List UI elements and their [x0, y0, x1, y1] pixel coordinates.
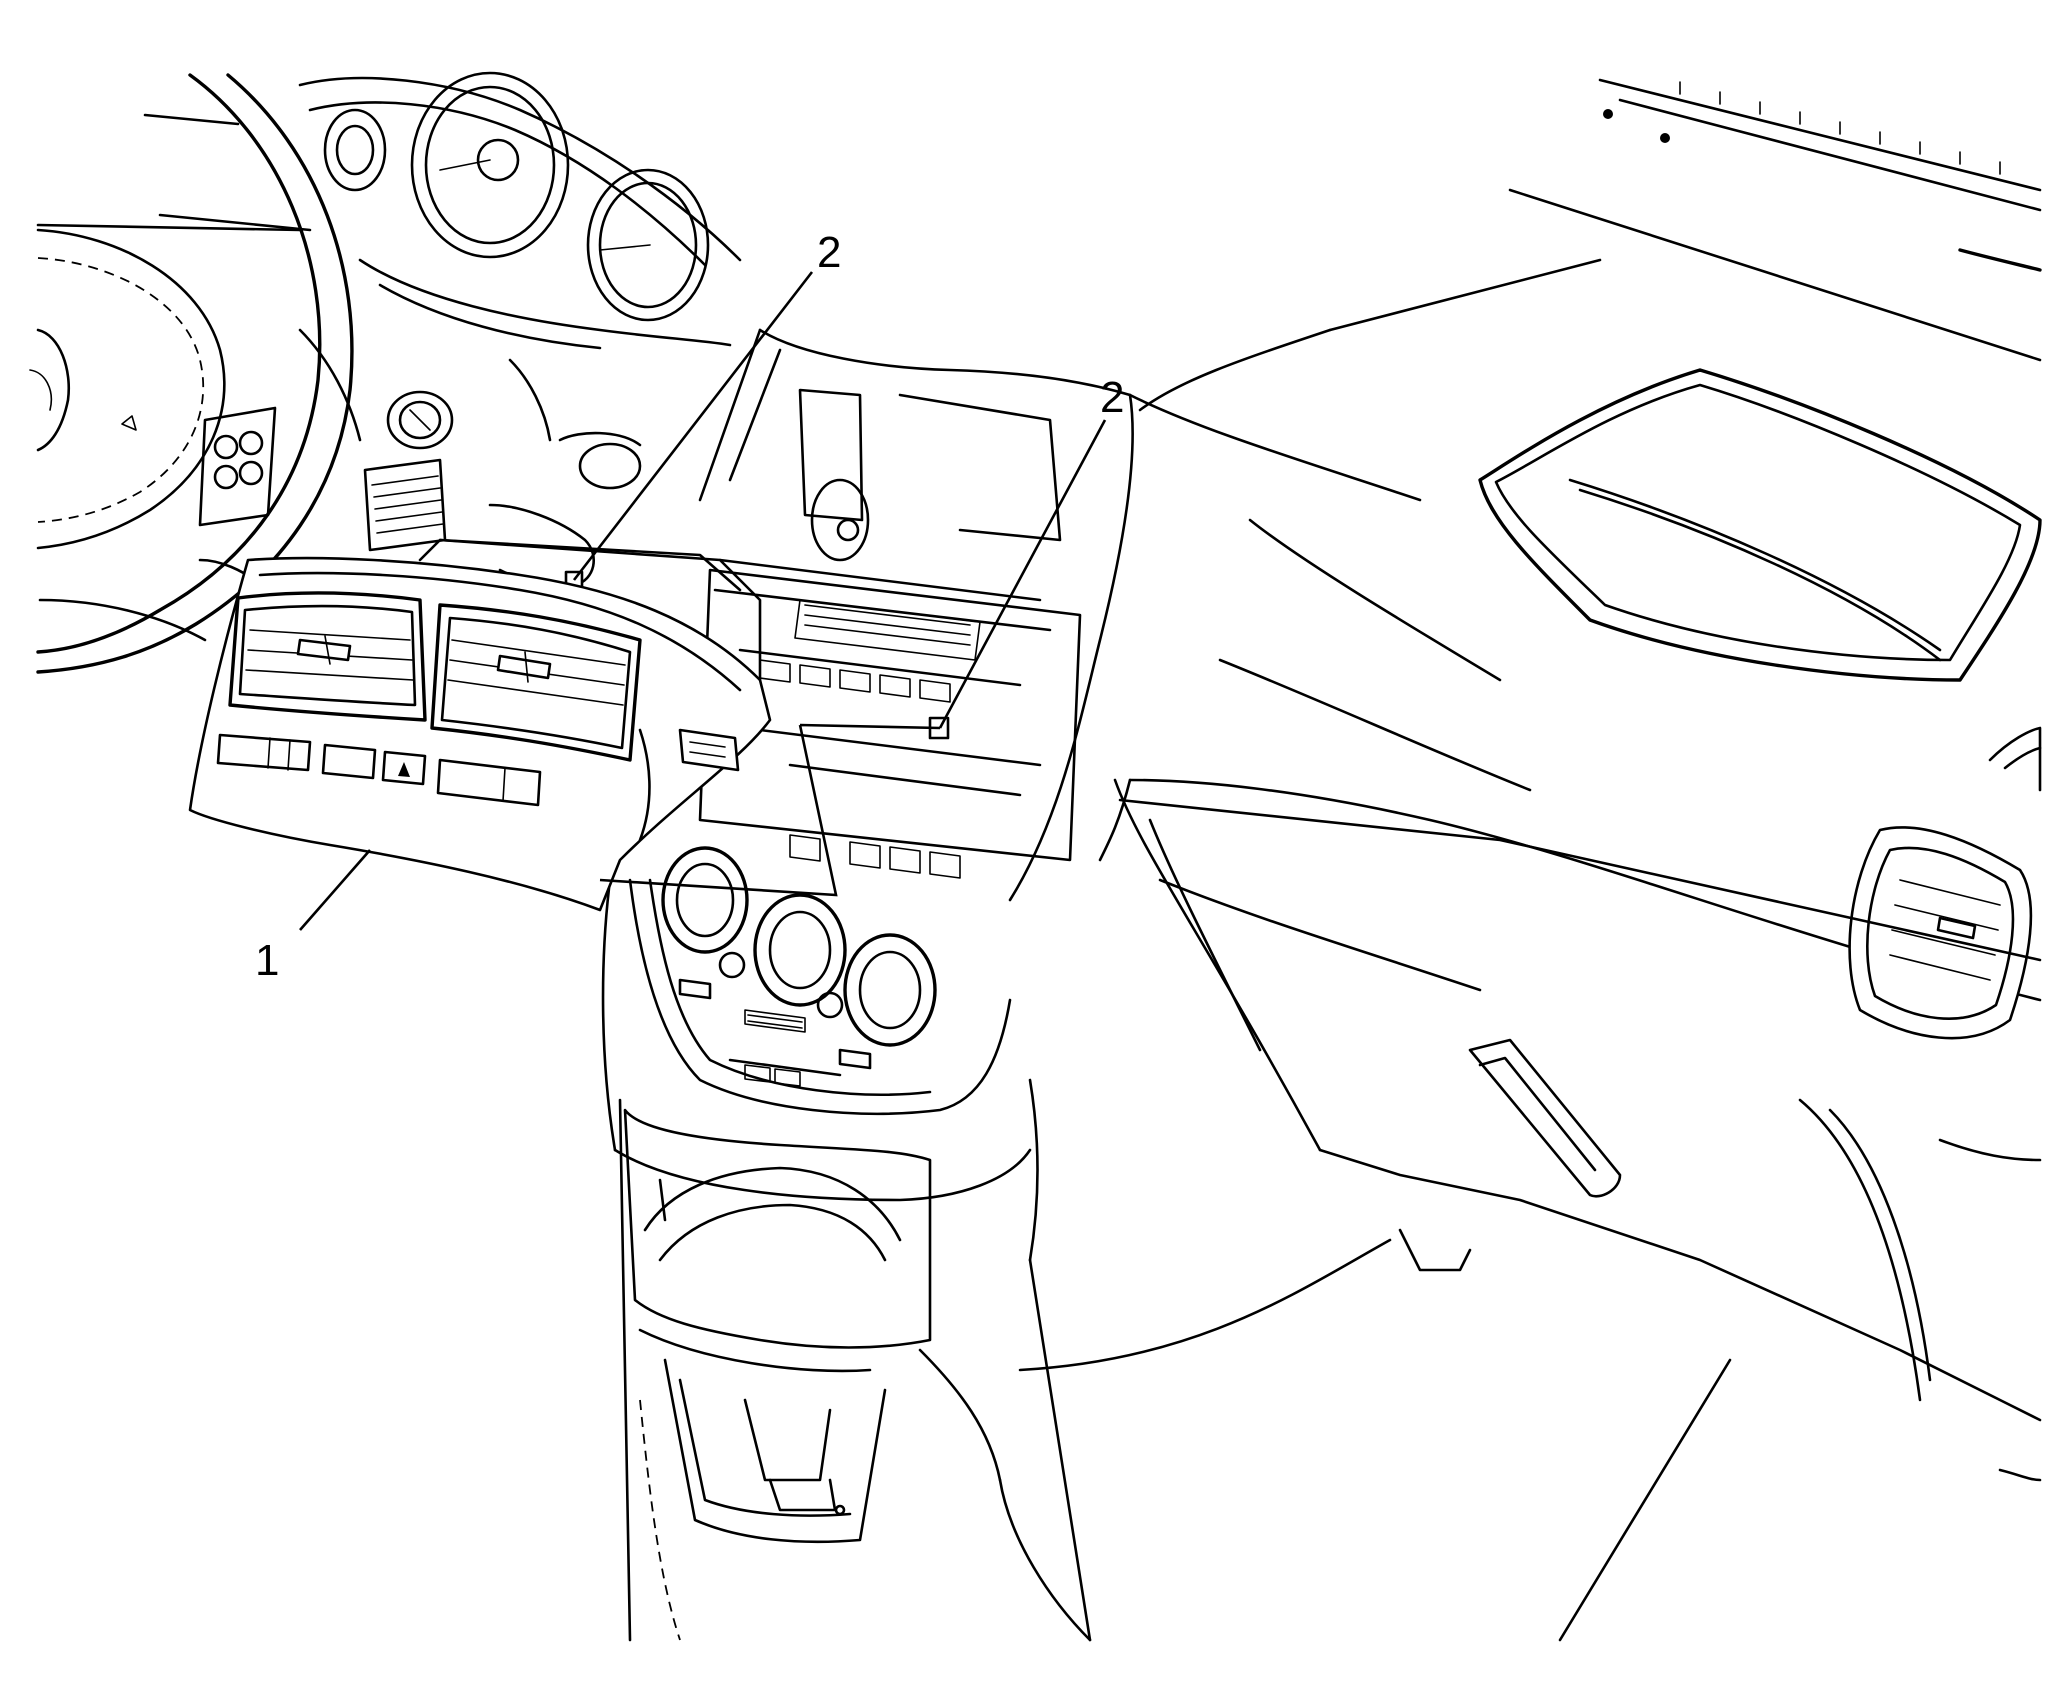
hvac-controls: [628, 846, 1012, 1116]
leader-callout-2b-arms: [599, 723, 941, 897]
instrument-cluster: [298, 71, 742, 350]
callout-2b: 2: [1100, 373, 1124, 422]
passenger-dash: [1018, 78, 2042, 1642]
steering-wheel: [29, 73, 354, 674]
callout-leaders: [299, 271, 1107, 931]
center-air-outlet-bezel: [188, 538, 772, 912]
leader-callout-2b: [938, 419, 1107, 729]
callout-labels: 1 2 2: [255, 228, 1124, 985]
callout-2a: 2: [817, 228, 841, 277]
leader-callout-2a: [572, 271, 814, 581]
center-console: [601, 878, 1092, 1642]
callout-1: 1: [255, 936, 279, 985]
center-stack-opening: [564, 328, 1134, 902]
leader-callout-1: [299, 849, 371, 931]
